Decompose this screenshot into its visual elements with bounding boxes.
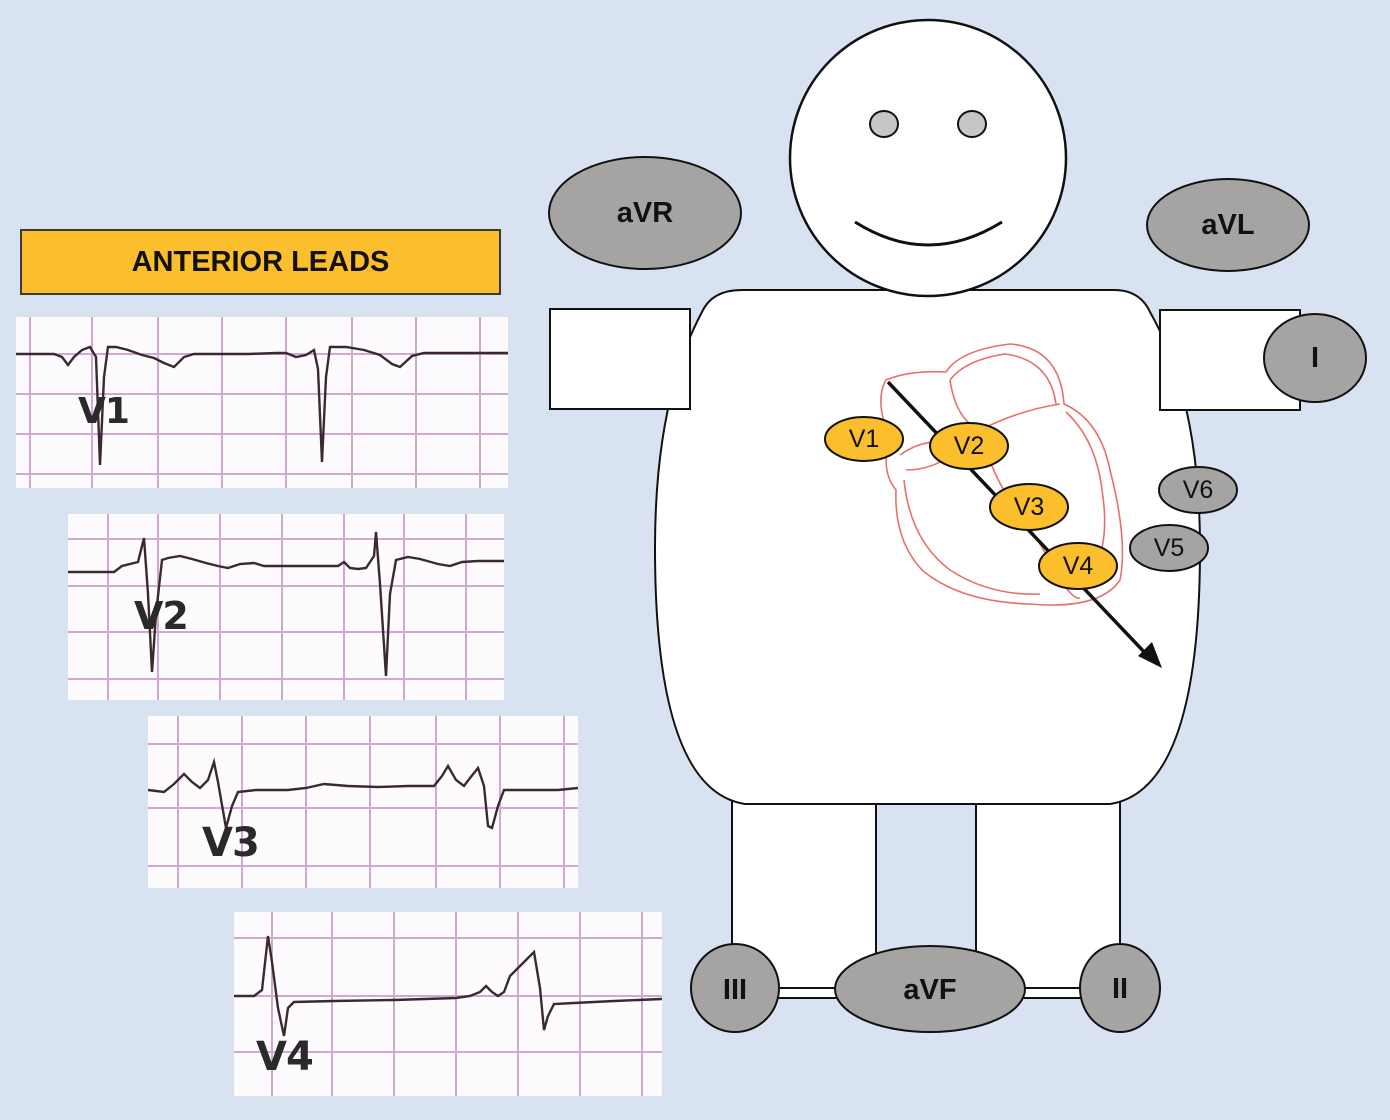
lead-avl-label: aVL <box>1201 209 1254 241</box>
lead-ii-label: II <box>1112 973 1128 1005</box>
lead-avl[interactable]: aVL <box>1146 178 1310 272</box>
smile <box>854 220 1003 247</box>
lead-v4-label: V4 <box>1063 552 1094 580</box>
ecg-label-v3: V3 <box>202 820 260 866</box>
anterior-leads-title: ANTERIOR LEADS <box>20 229 501 295</box>
ecg-trace-v2 <box>68 514 504 700</box>
ecg-strip-v1: V1 <box>16 317 508 488</box>
lead-avf[interactable]: aVF <box>834 945 1026 1033</box>
lead-ii[interactable]: II <box>1079 943 1161 1033</box>
lead-iii-label: III <box>723 974 747 1006</box>
ecg-trace-v3 <box>148 716 578 888</box>
lead-v5-label: V5 <box>1154 534 1185 562</box>
ecg-strip-v4: V4 <box>234 912 662 1096</box>
ecg-trace-v1 <box>16 317 508 488</box>
ecg-label-v4: V4 <box>256 1034 314 1080</box>
lead-i[interactable]: I <box>1263 313 1367 403</box>
lead-v1-label: V1 <box>849 425 880 453</box>
lead-v4[interactable]: V4 <box>1038 542 1118 590</box>
lead-avr[interactable]: aVR <box>548 156 742 270</box>
lead-v1[interactable]: V1 <box>824 416 904 462</box>
right-arm <box>549 308 691 410</box>
lead-avf-label: aVF <box>903 974 956 1006</box>
lead-i-label: I <box>1311 342 1319 374</box>
lead-v2[interactable]: V2 <box>929 422 1009 470</box>
lead-v6-label: V6 <box>1183 476 1214 504</box>
lead-v6[interactable]: V6 <box>1158 466 1238 514</box>
ecg-strip-v2: V2 <box>68 514 504 700</box>
right-eye <box>957 110 987 138</box>
lead-v5[interactable]: V5 <box>1129 524 1209 572</box>
ecg-label-v1: V1 <box>78 391 130 432</box>
head <box>788 18 1068 298</box>
left-eye <box>869 110 899 138</box>
lead-v3[interactable]: V3 <box>989 483 1069 531</box>
ecg-trace-v4 <box>234 912 662 1096</box>
lead-v3-label: V3 <box>1014 493 1045 521</box>
lead-avr-label: aVR <box>617 197 673 229</box>
lead-iii[interactable]: III <box>690 943 780 1033</box>
ecg-label-v2: V2 <box>134 594 189 638</box>
lead-v2-label: V2 <box>954 432 985 460</box>
ecg-strip-v3: V3 <box>148 716 578 888</box>
